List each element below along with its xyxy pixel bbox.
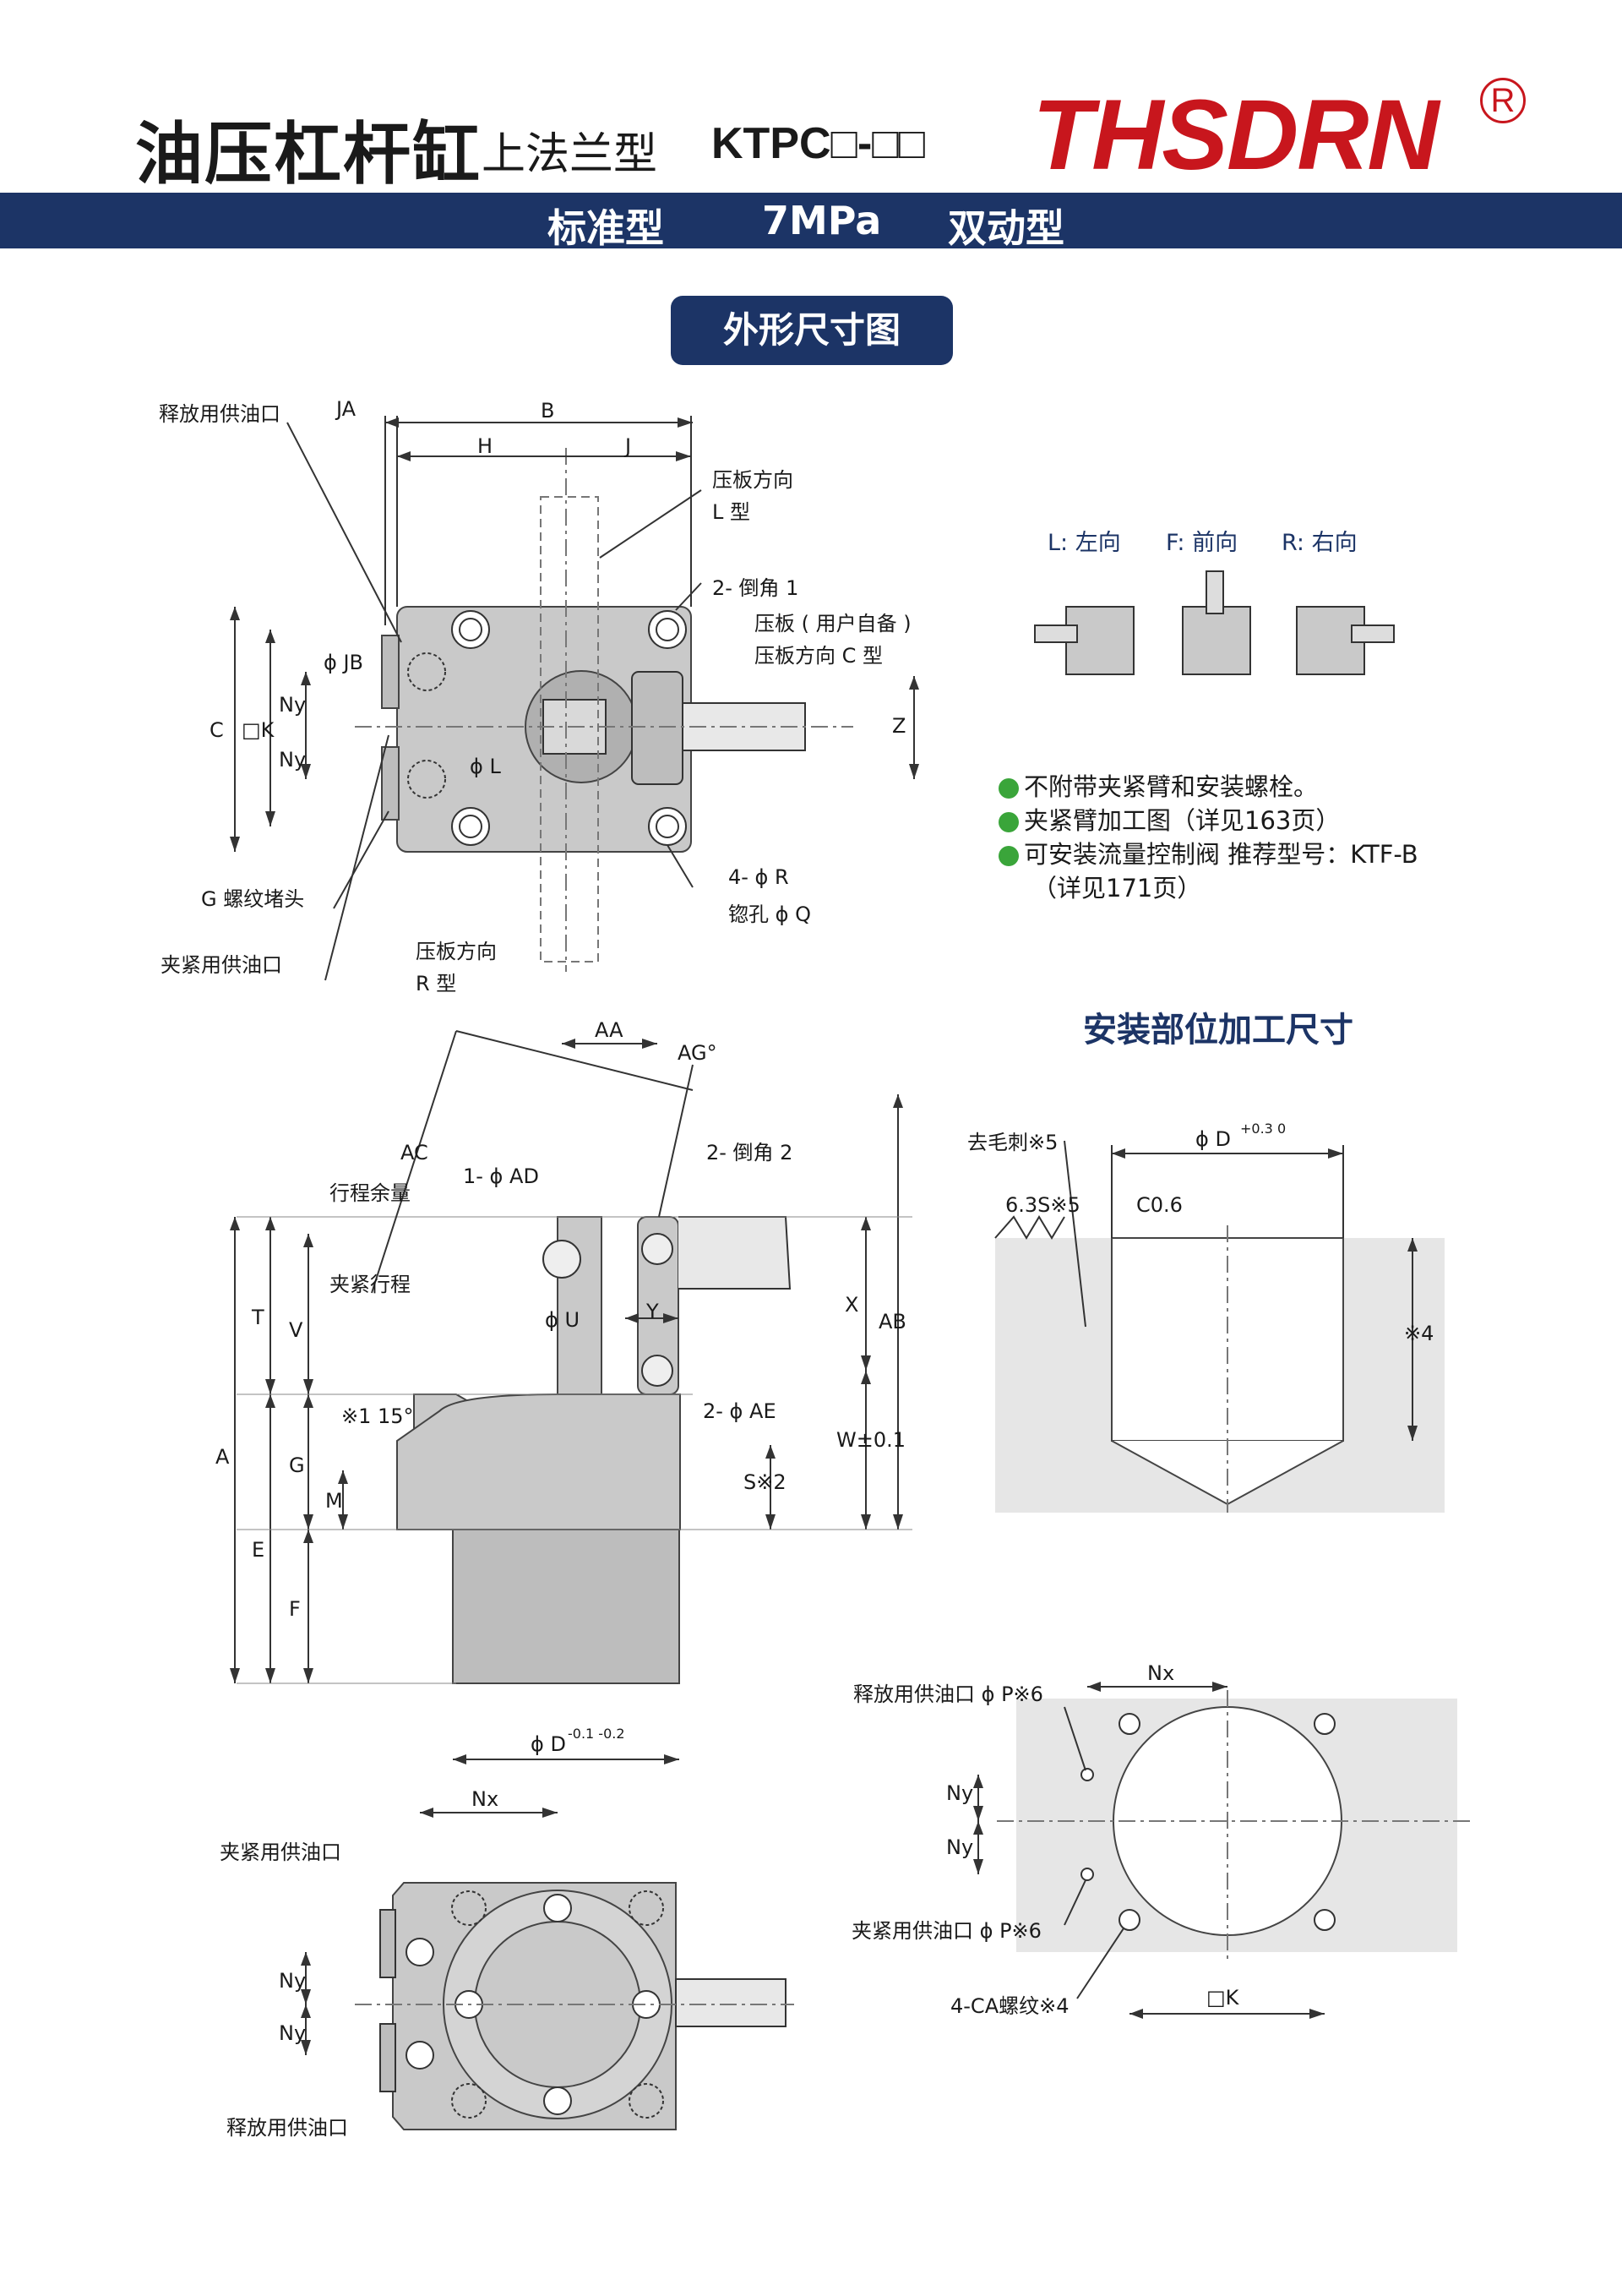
spec-band: 标准型 7MPa 双动型 [0,193,1622,251]
note-1: 不附带夹紧臂和安装螺栓。 [999,767,1318,803]
lbl-B: B [541,399,555,423]
lbl-bv-clamp-port: 夹紧用供油口 [220,1841,341,1864]
lbl-roughness: 6.3S※5 [1005,1193,1080,1217]
lbl-phiR: 4- ϕ R [728,865,789,889]
side-view [230,1030,912,1764]
lbl-mp-clamp-port: 夹紧用供油口 ϕ P※6 [852,1919,1042,1943]
bullet-icon [999,812,1019,832]
lbl-phiL: ϕ L [470,755,501,778]
section-title: 外形尺寸图 [671,296,953,365]
lbl-AG: AG° [678,1041,717,1065]
lbl-plate-user: 压板 ( 用户自备 ) [754,612,912,635]
lbl-Y: Y [646,1300,659,1323]
lbl-plate-dir-R: 压板方向 [416,940,497,963]
lbl-AA: AA [595,1018,623,1042]
lbl-K: □K [242,718,275,742]
lbl-A: A [215,1445,230,1469]
top-view [230,416,919,981]
mounting-title: 安装部位加工尺寸 [1083,1011,1353,1050]
note-4: （详见171页） [1032,874,1202,903]
product-subtitle: 上法兰型 [482,129,658,180]
lbl-J: J [625,434,632,458]
lbl-chamfer2: 2- 倒角 2 [706,1141,793,1164]
band-type: 标准型 [547,205,664,251]
product-title: 油压杠杆缸 [135,115,482,194]
lbl-bv-Ny1: Ny [279,1969,307,1993]
lbl-W: W±0.1 [836,1428,906,1452]
lbl-clamp-stroke: 夹紧行程 [329,1273,411,1296]
lbl-G: G [289,1453,305,1477]
lbl-ms-phiD: ϕ D [1195,1127,1231,1151]
band-pressure: 7MPa [762,198,882,243]
bottom-view [301,1808,794,2130]
lbl-AE: 2- ϕ AE [703,1399,776,1423]
bullet-icon [999,846,1019,866]
lbl-clamp-port: 夹紧用供油口 [161,953,282,977]
lbl-phiQ: 锪孔 ϕ Q [728,903,811,926]
lbl-T: T [252,1306,264,1329]
lbl-note4: ※4 [1404,1322,1434,1345]
lbl-mp-CA: 4-CA螺纹※4 [950,1994,1070,2018]
registered-mark: R [1480,78,1526,123]
lbl-bv-Ny2: Ny [279,2021,307,2045]
lbl-R-type: R 型 [416,972,457,995]
note-3: 可安装流量控制阀 推荐型号：KTF-B [999,835,1418,870]
lbl-Ny1: Ny [279,693,307,717]
lbl-L-type: L 型 [712,500,750,524]
lbl-V: V [289,1318,303,1342]
brand-logo: THSDRN [1032,79,1440,191]
lbl-E: E [252,1538,265,1562]
lbl-phiD-tol: -0.1 -0.2 [568,1726,625,1742]
lbl-M: M [325,1489,343,1513]
lbl-ms-tol: +0.3 0 [1240,1121,1287,1137]
lbl-C: C [210,718,224,742]
lbl-plate-dir-L: 压板方向 [712,468,793,492]
lbl-AC: AC [400,1141,428,1164]
lbl-H: H [477,434,493,458]
mounting-section [994,1140,1445,1513]
lbl-X: X [845,1293,859,1317]
dir-right: R: 右向 [1282,530,1358,556]
lbl-Ny2: Ny [279,748,307,772]
lbl-phiJB: ϕ JB [324,651,364,674]
mounting-plan [973,1682,1470,2019]
bullet-icon [999,778,1019,799]
lbl-mp-K: □K [1206,1986,1239,2010]
lbl-AB: AB [879,1310,906,1333]
lbl-mp-Nx: Nx [1147,1661,1175,1685]
lbl-plate-dir-C: 压板方向 C 型 [754,644,884,668]
lbl-bv-release-port: 释放用供油口 [226,2116,348,2140]
lbl-stroke-margin: 行程余量 [329,1181,411,1205]
lbl-release-port: 释放用供油口 [159,402,280,426]
lbl-angle15: ※1 15° [341,1404,414,1428]
lbl-JA: JA [336,397,357,421]
lbl-chamfer1: 2- 倒角 1 [712,576,799,600]
product-model: KTPC□-□□ [711,119,926,168]
lbl-bv-Nx: Nx [471,1787,499,1811]
note-2: 夹紧臂加工图（详见163页） [999,801,1340,837]
lbl-phiU: ϕ U [545,1308,580,1332]
direction-icons [1034,570,1395,675]
lbl-G-plug: G 螺纹堵头 [201,887,305,911]
lbl-mp-Ny2: Ny [946,1835,974,1859]
lbl-mp-release-port: 释放用供油口 ϕ P※6 [853,1682,1043,1706]
lbl-Z: Z [892,714,906,738]
lbl-F: F [289,1597,301,1621]
dir-left: L: 左向 [1048,530,1121,556]
lbl-S: S※2 [743,1470,787,1494]
lbl-mp-Ny1: Ny [946,1781,974,1805]
lbl-AD: 1- ϕ AD [463,1164,539,1188]
lbl-phiD: ϕ D [531,1732,566,1756]
band-action: 双动型 [948,205,1064,251]
lbl-C06: C0.6 [1136,1193,1183,1217]
dir-front: F: 前向 [1166,530,1238,556]
lbl-deburr: 去毛刺※5 [967,1131,1059,1154]
